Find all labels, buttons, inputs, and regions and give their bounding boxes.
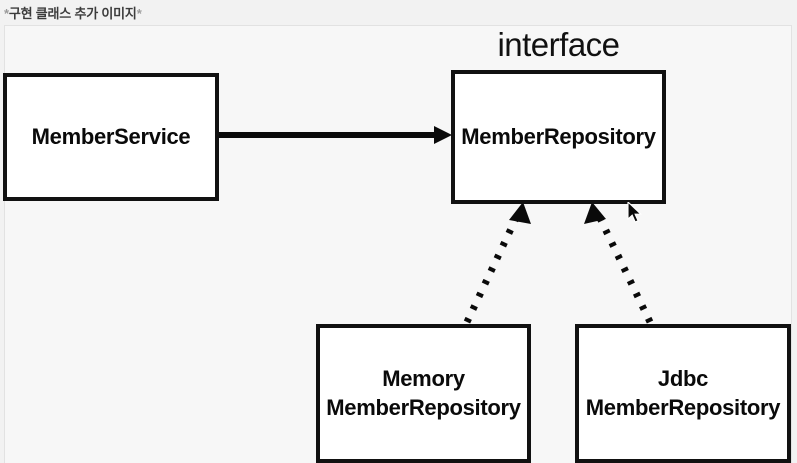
class-box-label: Memory MemberRepository [326, 366, 521, 420]
mouse-cursor-icon [627, 202, 642, 223]
interface-stereotype-label: interface [497, 26, 620, 63]
title-suffix-marker: * [136, 6, 142, 21]
class-box-label: Jdbc MemberRepository [585, 366, 781, 420]
title-text: 구현 클래스 추가 이미지 [8, 6, 137, 21]
header-bar: *구현 클래스 추가 이미지* [0, 0, 797, 25]
title-prefix-marker: * [4, 6, 9, 21]
class-box-member-repository[interactable]: MemberRepository [451, 70, 666, 204]
class-box-memory-member-repository[interactable]: Memory MemberRepository [316, 324, 531, 463]
class-box-label: MemberService [31, 123, 191, 149]
page-title: *구현 클래스 추가 이미지* [0, 3, 142, 22]
class-box-label: MemberRepository [461, 123, 656, 149]
class-box-jdbc-member-repository[interactable]: Jdbc MemberRepository [575, 324, 791, 463]
class-box-member-service[interactable]: MemberService [3, 73, 219, 201]
cursor-arrow-shape [627, 202, 642, 223]
